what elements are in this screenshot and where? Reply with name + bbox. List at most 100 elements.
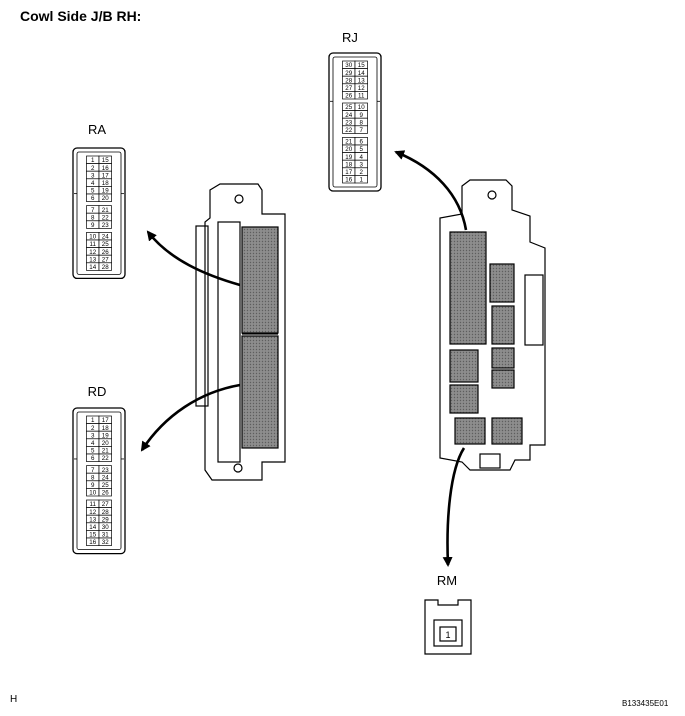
diagram-title: Cowl Side J/B RH: [20,8,142,24]
pin-label: 26 [102,490,109,497]
footer-left-code: H [10,694,18,705]
pin-label: 30 [345,62,352,69]
pin-label: 22 [102,455,109,462]
pin-label: 10 [358,104,365,111]
pin-label: 30 [102,524,109,531]
arrow-to-rd [140,383,241,452]
arrow-to-rm [442,447,466,567]
pin-label: 27 [102,501,109,508]
pin-label: 9 [91,222,95,229]
pin-label: 23 [102,467,109,474]
pin-label: 15 [358,62,365,69]
pin-label: 1 [91,417,95,424]
pin-label: 3 [360,161,364,168]
pin-label: 7 [91,207,95,214]
connector-ra-label: RA [88,122,106,137]
pin-label: 9 [91,482,95,489]
pin-label: 1 [360,177,364,184]
pin-label: 31 [102,532,109,539]
pin-label: 12 [89,509,96,516]
pin-label: 12 [358,85,365,92]
pin-label: 13 [89,256,96,263]
pin-label: 28 [102,509,109,516]
pin-label: 8 [91,214,95,221]
pin-label: 15 [89,532,96,539]
pin-label: 2 [360,169,364,176]
pin-label: 11 [90,501,97,508]
pin-label: 4 [91,180,95,187]
pin-label: 16 [345,177,352,184]
pin-label: 25 [345,104,352,111]
pin-label: 12 [89,249,96,256]
pin-label: 26 [102,249,109,256]
connector-rm-pin-label: 1 [445,630,450,640]
pin-label: 27 [102,256,109,263]
pin-label: 10 [89,234,96,241]
pin-label: 24 [345,112,352,119]
pin-label: 15 [102,157,109,164]
pin-label: 32 [102,539,109,546]
pin-label: 1 [91,157,95,164]
pin-label: 11 [358,93,365,100]
pin-label: 14 [358,70,365,77]
pin-label: 18 [102,180,109,187]
pin-label: 21 [102,448,109,455]
pin-label: 4 [360,154,364,161]
junction-block-left [195,183,286,481]
connector-rj-label: RJ [342,30,358,45]
pin-label: 9 [360,112,364,119]
pin-label: 22 [102,214,109,221]
pin-label: 13 [358,77,365,84]
pin-label: 13 [89,516,96,523]
junction-block-right [439,179,546,471]
pin-label: 25 [102,482,109,489]
pin-label: 6 [91,455,95,462]
pin-label: 24 [102,474,109,481]
pin-label: 18 [345,161,352,168]
pin-label: 5 [91,448,95,455]
pin-label: 11 [90,241,97,248]
pin-label: 6 [91,195,95,202]
pin-label: 25 [102,241,109,248]
connector-rd-label: RD [88,384,107,399]
pin-label: 5 [91,188,95,195]
pin-label: 17 [345,169,352,176]
pin-label: 19 [345,154,352,161]
pin-label: 8 [91,474,95,481]
pin-label: 23 [345,119,352,126]
pin-label: 17 [102,417,109,424]
pin-label: 3 [91,432,95,439]
pin-label: 21 [345,139,352,146]
connector-rm-label: RM [437,573,457,588]
pin-label: 29 [345,70,352,77]
pin-label: 20 [102,440,109,447]
pin-label: 2 [91,165,95,172]
pin-label: 20 [102,195,109,202]
pin-label: 16 [89,539,96,546]
pin-label: 27 [345,85,352,92]
pin-label: 19 [102,188,109,195]
pin-label: 17 [102,172,109,179]
arrow-to-ra [146,230,241,287]
pin-label: 19 [102,432,109,439]
pin-label: 7 [360,127,364,134]
pin-label: 28 [102,264,109,271]
pin-label: 18 [102,425,109,432]
pin-label: 10 [89,490,96,497]
connector-rm: RM 1 [424,573,472,655]
figure-id: B133435E01 [622,699,669,708]
pin-label: 23 [102,222,109,229]
pin-label: 3 [91,172,95,179]
pin-label: 28 [345,77,352,84]
pin-label: 4 [91,440,95,447]
pin-label: 29 [102,516,109,523]
pin-label: 26 [345,93,352,100]
pin-label: 16 [102,165,109,172]
pin-label: 14 [89,524,96,531]
pin-label: 24 [102,234,109,241]
pin-label: 5 [360,146,364,153]
